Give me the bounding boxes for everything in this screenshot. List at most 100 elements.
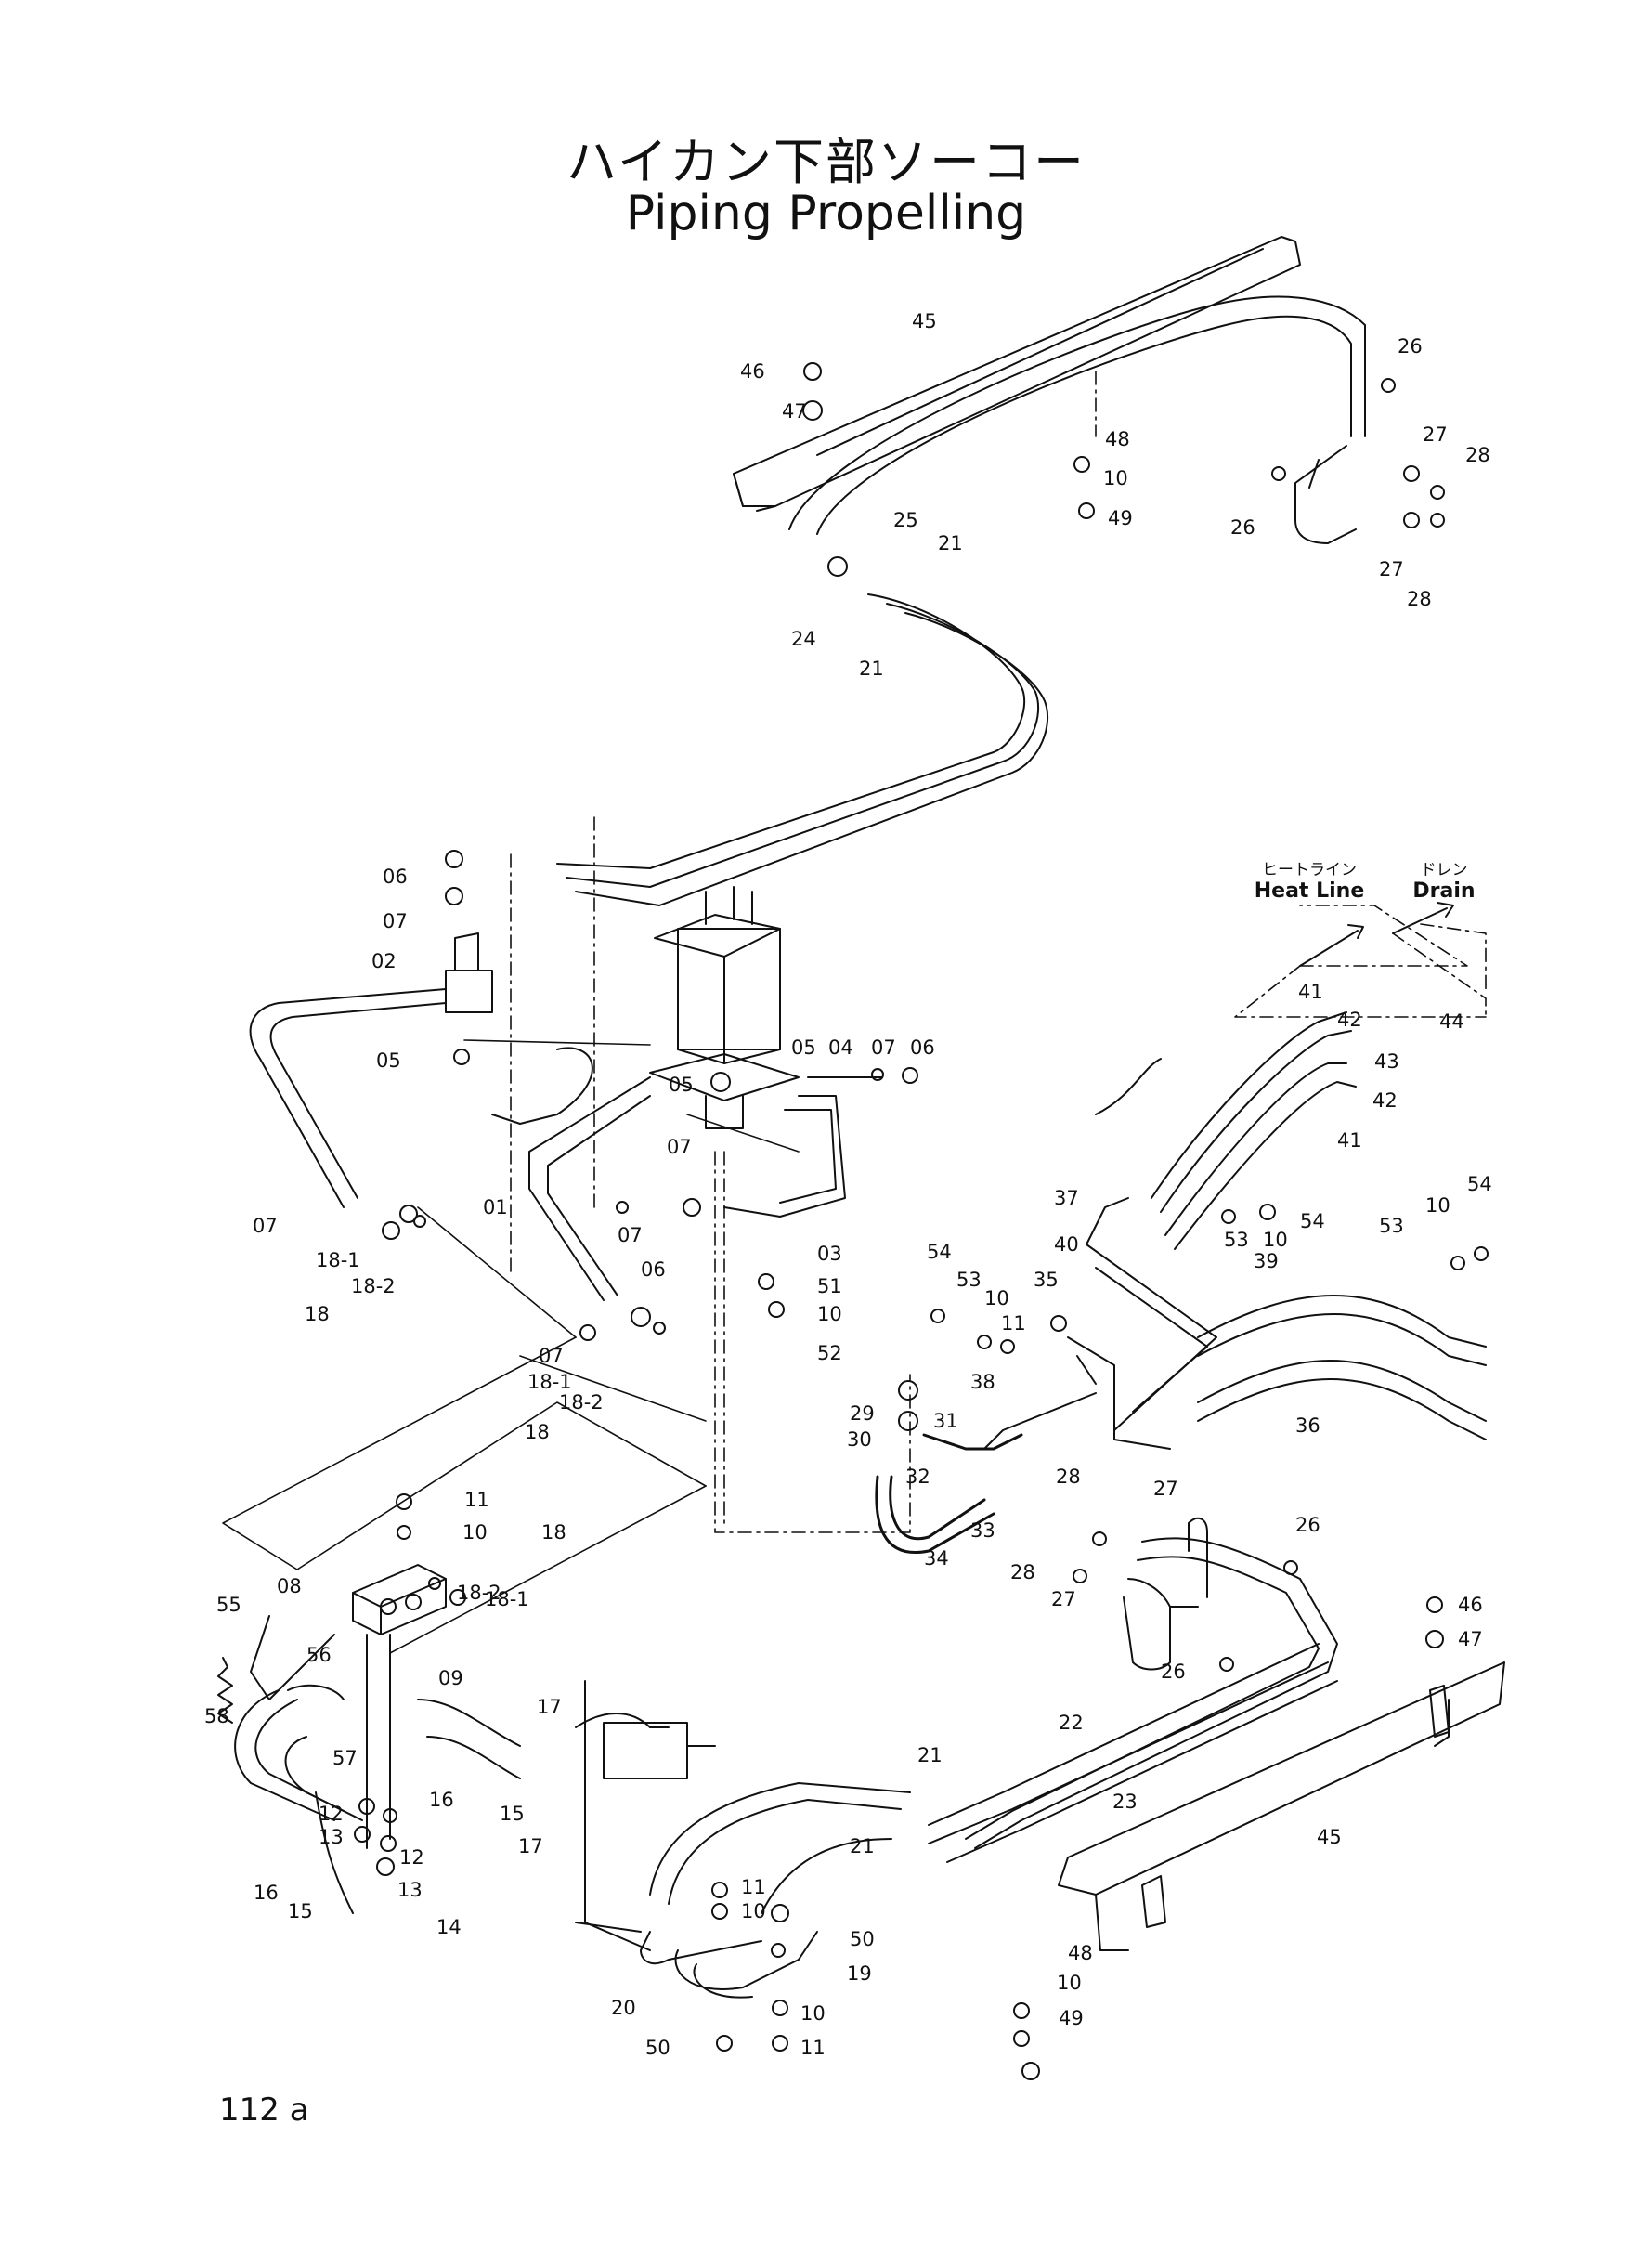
callout: 08: [277, 1575, 302, 1597]
callout: 15: [500, 1803, 525, 1825]
callout: 05: [669, 1074, 694, 1096]
callout: 21: [850, 1835, 875, 1857]
upper-pipes: [556, 295, 1366, 906]
callout: 10: [1103, 467, 1128, 489]
callout: 41: [1337, 1129, 1362, 1152]
callout: 10: [1263, 1229, 1288, 1251]
callout: 50: [850, 1928, 875, 1950]
callout: 24: [791, 628, 816, 650]
drain-annotation: ドレン Drain: [1402, 856, 1486, 903]
heat-line-japanese: ヒートライン: [1262, 861, 1357, 879]
callout: 41: [1298, 981, 1323, 1003]
callout: 40: [1054, 1233, 1079, 1256]
callout: 07: [383, 910, 408, 932]
callout: 47: [1458, 1628, 1483, 1650]
callout: 04: [828, 1036, 853, 1059]
callout: 53: [956, 1269, 982, 1291]
callout: 10: [741, 1900, 766, 1922]
callout: 11: [741, 1876, 766, 1898]
callout: 49: [1108, 507, 1133, 529]
callout: 28: [1465, 444, 1490, 466]
callout: 20: [611, 1997, 636, 2019]
page-number: 112 a: [219, 2091, 309, 2129]
title-japanese: ハイカン下部ソーコー: [566, 133, 1086, 191]
callout: 26: [1161, 1661, 1186, 1683]
callout: 55: [216, 1594, 241, 1616]
upper-guard: [733, 236, 1301, 512]
callout: 18-1: [527, 1371, 572, 1393]
callout: 16: [254, 1882, 279, 1904]
callout: 32: [905, 1466, 930, 1488]
callout: 10: [1057, 1972, 1082, 1994]
drain-english: Drain: [1412, 879, 1476, 903]
callout: 44: [1439, 1010, 1464, 1033]
callout: 07: [667, 1136, 692, 1158]
right-lower-pipes: [965, 1517, 1338, 1849]
callout: 34: [924, 1547, 949, 1570]
callout: 18: [541, 1521, 566, 1544]
heat-line-annotation: ヒートライン Heat Line: [1244, 856, 1374, 903]
connector-lines: [222, 1039, 800, 1654]
callout: 56: [306, 1644, 332, 1666]
callout: 36: [1295, 1414, 1320, 1437]
callout: 26: [1230, 516, 1255, 539]
callout: 27: [1153, 1478, 1178, 1500]
callout: 28: [1010, 1561, 1035, 1583]
callout: 06: [910, 1036, 935, 1059]
callout: 54: [1467, 1173, 1492, 1195]
callout: 17: [537, 1696, 562, 1718]
left-pipes: [249, 932, 883, 1301]
callout: 05: [376, 1049, 401, 1072]
callout: 53: [1224, 1229, 1249, 1251]
callout: 07: [618, 1224, 643, 1246]
callout: 19: [847, 1962, 872, 1985]
callout: 45: [1317, 1826, 1342, 1848]
callout: 18: [305, 1303, 330, 1325]
callout: 23: [1112, 1791, 1138, 1813]
callout: 18-2: [559, 1391, 604, 1414]
callout: 48: [1105, 428, 1130, 450]
title-english: Piping Propelling: [625, 186, 1027, 241]
callout: 06: [641, 1258, 666, 1281]
callout: 51: [817, 1275, 842, 1297]
callout: 58: [204, 1705, 229, 1727]
callout: 21: [938, 532, 963, 554]
callout: 26: [1295, 1514, 1320, 1536]
swivel-joint: [649, 886, 800, 1129]
callout: 10: [817, 1303, 842, 1325]
callout: 02: [371, 950, 397, 972]
callout: 47: [782, 400, 807, 423]
callout: 57: [332, 1747, 358, 1769]
callout: 37: [1054, 1187, 1079, 1209]
callout: 46: [740, 360, 765, 383]
callout: 43: [1374, 1050, 1399, 1073]
callout: 18: [525, 1421, 550, 1443]
leader-lines: [510, 371, 1487, 1533]
callout: 29: [850, 1402, 875, 1425]
callout: 48: [1068, 1942, 1093, 1964]
callout: 10: [984, 1287, 1009, 1309]
callout: 45: [912, 310, 937, 332]
callout: 22: [1059, 1712, 1084, 1734]
callout: 42: [1337, 1009, 1362, 1031]
callout: 21: [859, 658, 884, 680]
callout: 15: [288, 1900, 313, 1922]
callout: 12: [399, 1846, 424, 1869]
callout: 17: [518, 1835, 543, 1857]
callout: 07: [253, 1215, 278, 1237]
callout: 27: [1423, 423, 1448, 446]
callout: 13: [397, 1879, 423, 1901]
callout: 11: [800, 2037, 826, 2059]
callout: 49: [1059, 2007, 1084, 2029]
callout: 54: [927, 1241, 952, 1263]
callout: 42: [1372, 1089, 1398, 1112]
lower-center-pipes: [575, 1643, 1338, 1999]
outlet-arrows: [1299, 902, 1454, 967]
callout: 11: [1001, 1312, 1026, 1335]
callout: 05: [791, 1036, 816, 1059]
callout: 10: [462, 1521, 488, 1544]
callout: 27: [1379, 558, 1404, 580]
callout: 52: [817, 1342, 842, 1364]
callout: 12: [319, 1803, 344, 1825]
